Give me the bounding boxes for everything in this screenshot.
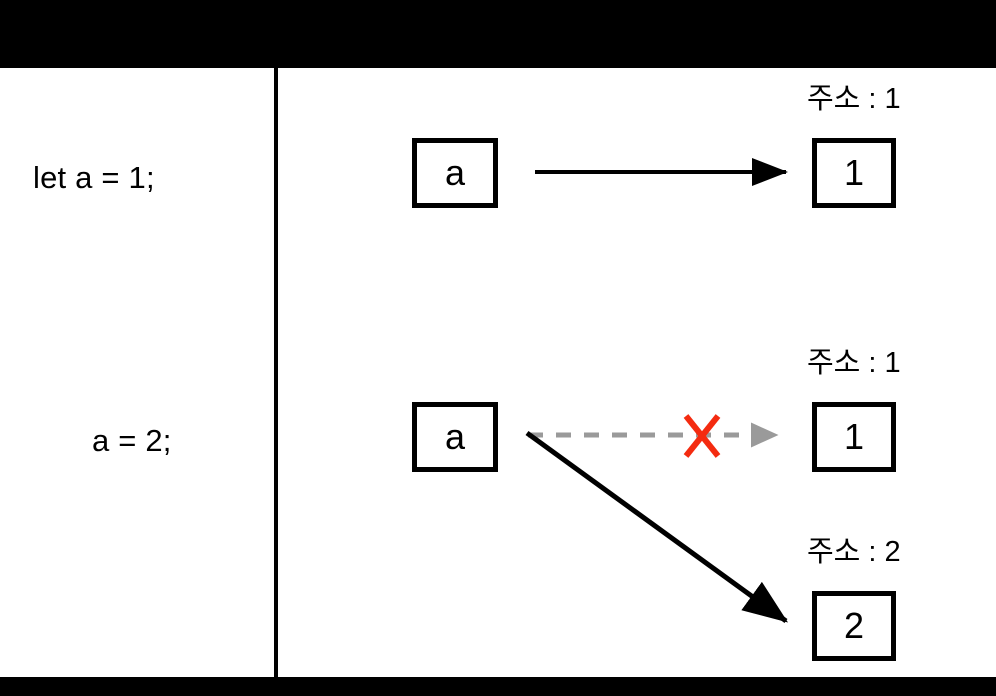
- address-label-row-1: 주소 : 1: [807, 83, 901, 115]
- variable-box-row-2: a: [412, 402, 498, 472]
- solid-diagonal-arrow-row-2: [525, 430, 789, 624]
- value-box-row-2-new: 2: [812, 591, 896, 661]
- arrow-layer: [525, 158, 789, 624]
- address-label-row-2-new: 주소 : 2: [807, 536, 901, 568]
- code-label-row-1: let a = 1;: [33, 160, 155, 195]
- variable-box-row-1: a: [412, 138, 498, 208]
- diagram-stage: let a = 1; a 주소 : 1 1 a = 2; a 주소 : 1 1 …: [0, 68, 996, 677]
- address-label-row-2-old: 주소 : 1: [807, 347, 901, 379]
- value-box-row-2-old: 1: [812, 402, 896, 472]
- code-label-row-2: a = 2;: [92, 423, 172, 458]
- column-divider: [274, 68, 278, 677]
- red-x-icon: [683, 414, 721, 458]
- value-box-row-1: 1: [812, 138, 896, 208]
